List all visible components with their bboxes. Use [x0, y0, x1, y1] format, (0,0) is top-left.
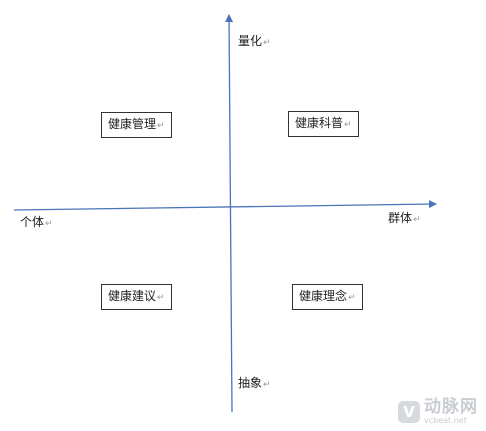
axis-label-right-text: 群体	[388, 211, 413, 225]
paragraph-mark: ↵	[45, 219, 53, 229]
axis-label-bottom: 抽象↵	[238, 376, 271, 392]
paragraph-mark: ↵	[157, 121, 165, 131]
paragraph-mark: ↵	[344, 120, 352, 130]
axis-label-bottom-text: 抽象	[238, 376, 263, 390]
paragraph-mark: ↵	[413, 215, 421, 225]
vertical-axis	[225, 14, 234, 413]
axis-label-left-text: 个体	[20, 215, 45, 229]
axis-label-left: 个体↵	[20, 215, 53, 231]
paragraph-mark: ↵	[348, 293, 356, 303]
paragraph-mark: ↵	[157, 293, 165, 303]
quadrant-box-top-left: 健康管理↵	[101, 112, 172, 138]
axis-label-top-text: 量化	[238, 34, 263, 48]
watermark-name: 动脉网	[424, 397, 478, 417]
quadrant-label: 健康建议	[108, 289, 157, 303]
quadrant-label: 健康科普	[295, 116, 344, 130]
axis-label-top: 量化↵	[238, 34, 271, 50]
watermark-logo-icon: V	[398, 401, 420, 423]
quadrant-box-bottom-left: 健康建议↵	[101, 284, 172, 310]
quadrant-label: 健康管理	[108, 117, 157, 131]
watermark: V 动脉网 vcbeat.net	[398, 399, 478, 425]
horizontal-axis	[13, 200, 437, 211]
axis-label-right: 群体↵	[388, 211, 421, 227]
quadrant-box-top-right: 健康科普↵	[288, 111, 359, 137]
watermark-text: 动脉网 vcbeat.net	[424, 399, 478, 425]
paragraph-mark: ↵	[263, 380, 271, 390]
watermark-url: vcbeat.net	[424, 416, 467, 425]
paragraph-mark: ↵	[263, 38, 271, 48]
quadrant-label: 健康理念	[299, 289, 348, 303]
quadrant-box-bottom-right: 健康理念↵	[292, 284, 363, 310]
